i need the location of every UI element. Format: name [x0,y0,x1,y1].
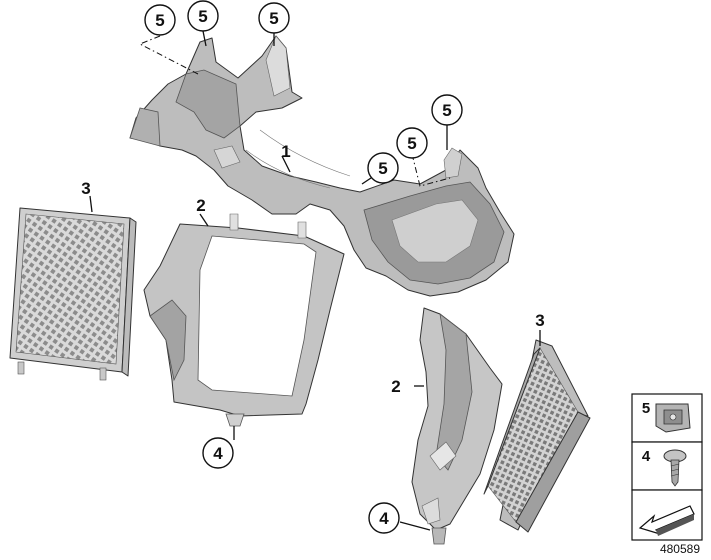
grille-left-part-3 [9,207,137,381]
screw-icon [663,449,687,487]
callout-clip-d-label: 5 [442,101,451,120]
legend-arrow-cell [631,489,703,541]
duct-frame-right-part-2 [411,307,503,545]
callout-screw-right-label: 4 [379,509,389,528]
label-air-duct: 1 [281,142,290,161]
diagram-id: 480589 [660,542,700,556]
callout-clip-e-label: 5 [407,134,416,153]
callout-clip-c-label: 5 [269,9,278,28]
duct-frame-left-part-2 [143,213,345,427]
legend-panel: 5 4 [631,393,703,541]
callout-screw-left: 4 [202,437,234,469]
callout-clip-a: 5 [144,4,176,36]
legend-screw-cell: 4 [631,441,703,491]
callout-clip-b-label: 5 [198,7,207,26]
callout-clip-b: 5 [187,0,219,32]
callout-clip-f: 5 [367,152,399,184]
clip-nut-icon [655,403,691,433]
legend-clip-number: 5 [642,400,650,417]
legend-clip-cell: 5 [631,393,703,443]
callout-clip-a-label: 5 [155,11,164,30]
label-grille-right: 3 [535,311,544,330]
callout-clip-f-label: 5 [378,159,387,178]
callout-screw-right: 4 [368,502,400,534]
label-duct-right: 2 [391,377,400,396]
grille-right-part-3 [483,339,591,533]
leader-lines [89,30,541,531]
callout-clip-d: 5 [431,94,463,126]
callout-screw-left-label: 4 [213,444,223,463]
callout-clip-e: 5 [396,127,428,159]
label-duct-left: 2 [196,196,205,215]
label-grille-left: 3 [81,179,90,198]
direction-arrow-icon [638,505,695,536]
callout-clip-c: 5 [258,2,290,34]
legend-screw-number: 4 [642,448,651,465]
air-duct-part-1 [129,35,515,297]
